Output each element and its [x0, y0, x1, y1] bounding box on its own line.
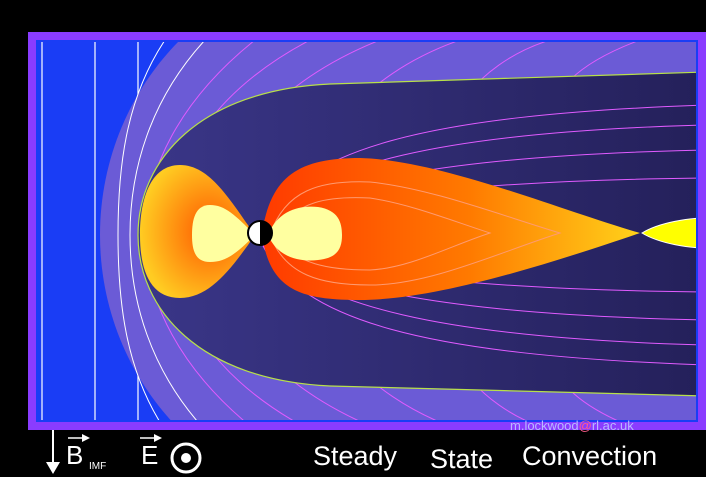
b-symbol: B	[66, 440, 84, 470]
b-subscript: IMF	[89, 461, 107, 472]
plasma-sheet	[262, 158, 640, 300]
plasma-sheet-contour	[274, 197, 492, 271]
e-symbol: E	[141, 440, 159, 470]
draped-imf-line	[117, 42, 165, 420]
nightside-inner-region	[268, 206, 342, 261]
author-credit: m.lockwood@rl.ac.uk	[510, 418, 634, 433]
credit-domain: rl.ac.uk	[591, 418, 634, 433]
sheath-field-line	[569, 389, 618, 420]
title-word-steady: Steady	[313, 441, 398, 471]
magnetopause	[137, 71, 696, 397]
title-word-convection: Convection	[522, 441, 658, 471]
dayside-inner-region	[192, 205, 255, 262]
title-word-state: State	[430, 444, 494, 474]
credit-user: m.lockwood	[510, 418, 579, 433]
e-vector-arrow-icon	[140, 434, 162, 442]
down-arrow-icon	[46, 430, 60, 474]
out-of-page-dot-icon	[170, 442, 202, 474]
earth-day-night-icon	[247, 220, 273, 246]
draped-imf-line	[129, 42, 204, 420]
tail-plasmoid	[641, 217, 696, 249]
plasma-sheet-contour	[269, 181, 562, 286]
b-vector-arrow-icon	[68, 434, 90, 442]
credit-at: @	[578, 418, 592, 433]
